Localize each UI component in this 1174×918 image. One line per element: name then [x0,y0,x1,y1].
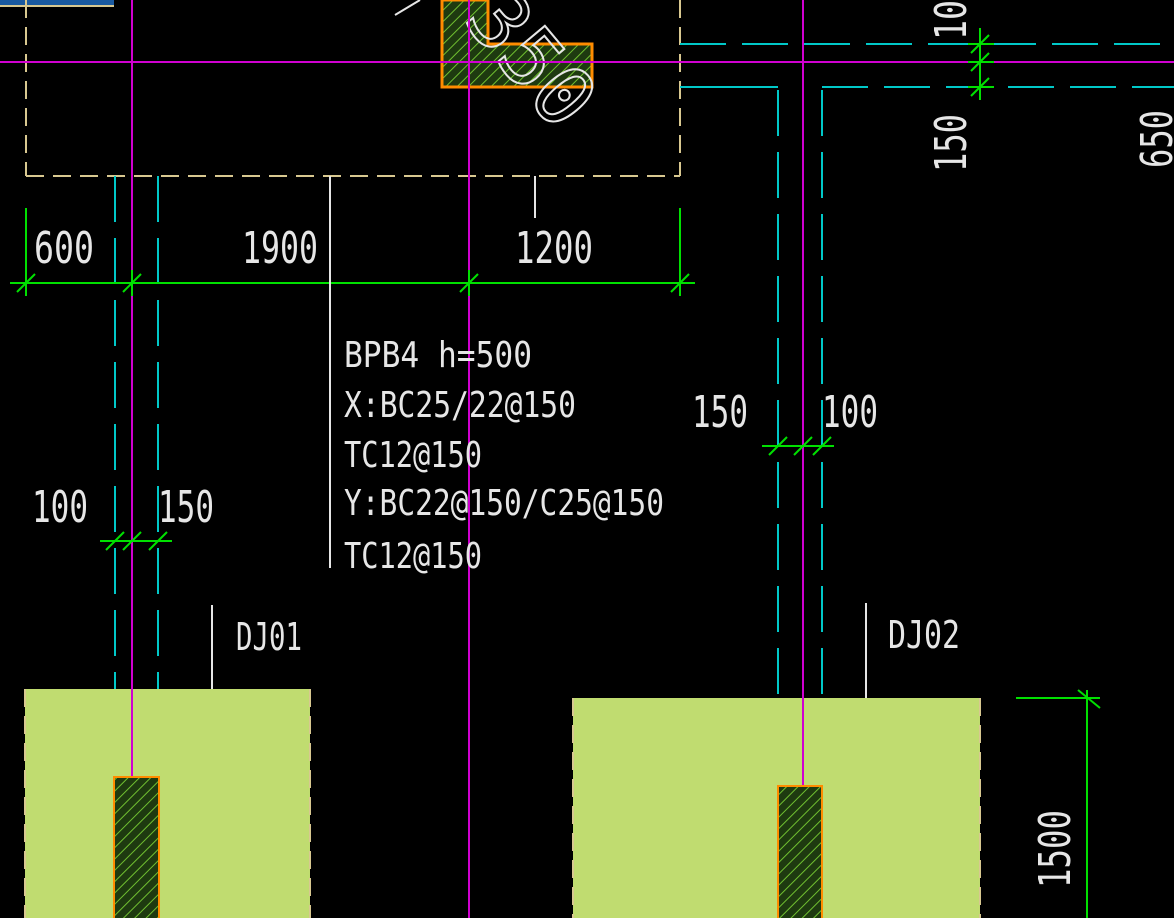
dim-1900: 1900 [242,223,318,274]
footing-dj01 [24,689,311,918]
dim-600: 600 [34,223,94,274]
column-dj01 [113,776,160,918]
slab-note-line-1: BPB4 h=500 [344,335,532,376]
dim-right-wall-150: 150 [692,387,748,438]
dim-vertical-1500: 1500 [1030,810,1081,888]
footing-dj02 [572,698,981,918]
slab-note-line-5: TC12@150 [344,536,482,577]
wall-lines [114,43,1174,698]
dim-vertical-150: 150 [926,114,977,172]
footing-tag-dj01: DJ01 [236,615,302,659]
dimension-texts: 600 1900 1200 100 150 150 100 100 150 65… [32,0,1174,888]
slab-note: BPB4 h=500 X:BC25/22@150 TC12@150 Y:BC22… [344,335,664,577]
dimension-lines [10,28,1101,918]
slab-note-line-4: Y:BC22@150/C25@150 [344,483,664,524]
dim-left-wall-150: 150 [158,482,214,533]
slab-note-line-3: TC12@150 [344,435,482,476]
footing-tags: DJ01 DJ02 [236,613,960,659]
dim-vertical-100: 100 [926,0,977,40]
leader-lines [211,176,867,698]
dim-left-wall-100: 100 [32,482,88,533]
partial-element-top-left [0,0,114,7]
slab-note-line-2: X:BC25/22@150 [344,385,576,426]
rotated-350-label: 350 [394,0,616,147]
dim-right-wall-100: 100 [822,387,878,438]
footing-tag-dj02: DJ02 [888,613,960,657]
l-column [440,0,594,89]
dim-1200: 1200 [515,223,593,274]
column-dj02 [777,785,823,918]
dim-vertical-650: 650 [1132,110,1174,168]
